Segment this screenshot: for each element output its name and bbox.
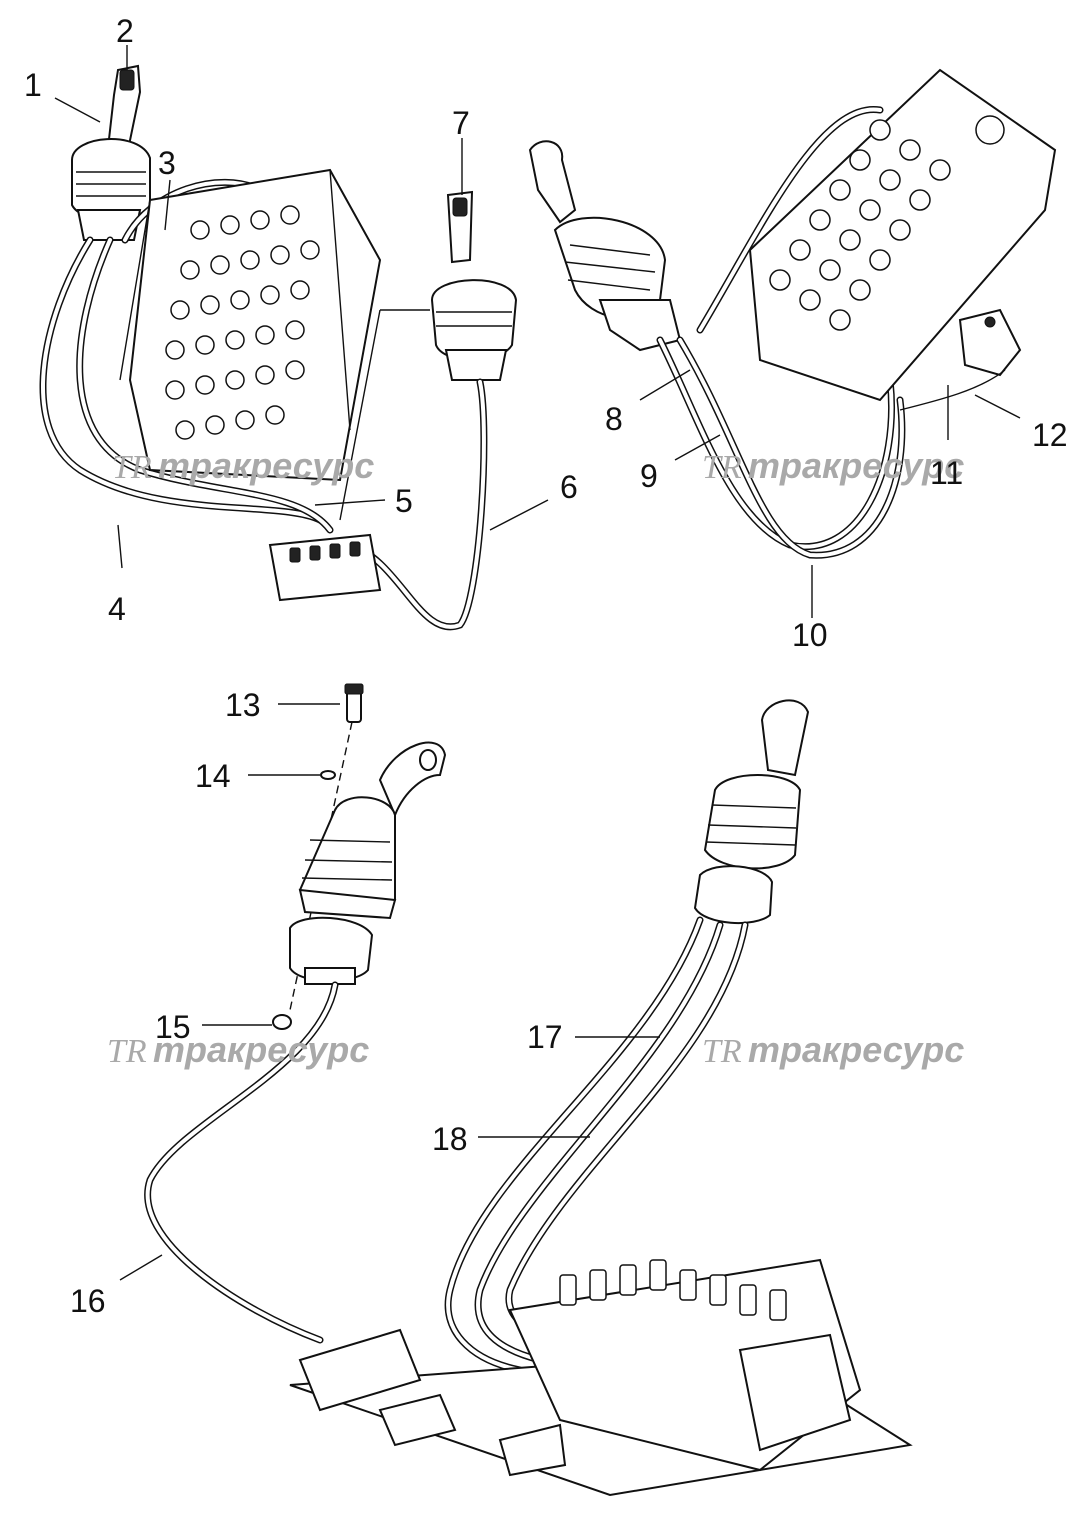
small-valve-top-right [958,308,1022,377]
callout-14: 14 [195,758,231,794]
valve-block-top-left [119,168,382,482]
svg-text:TR: TR [107,1033,147,1070]
joystick-bottom-left [289,741,447,985]
callout-3: 3 [158,145,176,181]
manifold-top-left [268,533,382,602]
svg-text:тракресурс: тракресурс [158,445,374,486]
callout-17: 17 [527,1019,563,1055]
assembly-top-left [39,45,549,631]
callout-6: 6 [560,469,578,505]
assembly-top-right [528,68,1057,618]
screw [344,683,364,723]
joystick-right [430,190,518,381]
callout-4: 4 [108,591,126,627]
watermark-top-left: TR тракресурс [112,445,374,486]
joystick-left [71,64,151,241]
callout-18: 18 [432,1121,468,1157]
svg-text:тракресурс: тракресурс [748,1029,964,1070]
watermark-bottom-left: TR тракресурс [107,1029,369,1070]
callout-7: 7 [452,105,470,141]
assembly-bottom-left [119,683,447,1344]
svg-text:тракресурс: тракресурс [153,1029,369,1070]
callout-16: 16 [70,1283,106,1319]
valve-block-top-right [748,68,1057,402]
callout-11: 11 [930,455,963,491]
callout-10: 10 [792,617,828,653]
joystick-bottom-right [693,699,810,925]
svg-text:тракресурс: тракресурс [748,445,964,486]
callout-13: 13 [225,687,261,723]
callout-5: 5 [395,483,413,519]
assembly-bottom-right [289,699,913,1497]
valve-block-bottom [508,1258,862,1472]
watermark-top-right: TR тракресурс [702,445,964,486]
svg-text:TR: TR [112,449,152,486]
callout-1: 1 [24,67,42,103]
callout-2: 2 [116,13,134,49]
manifold-bottom [298,1328,567,1477]
callout-15: 15 [155,1009,191,1045]
callout-8: 8 [605,401,623,437]
joystick-top-right [528,140,682,352]
svg-text:TR: TR [702,1033,742,1070]
callout-9: 9 [640,458,658,494]
svg-text:TR: TR [702,449,742,486]
watermark-bottom-right: TR тракресурс [702,1029,964,1070]
callout-12: 12 [1032,417,1068,453]
